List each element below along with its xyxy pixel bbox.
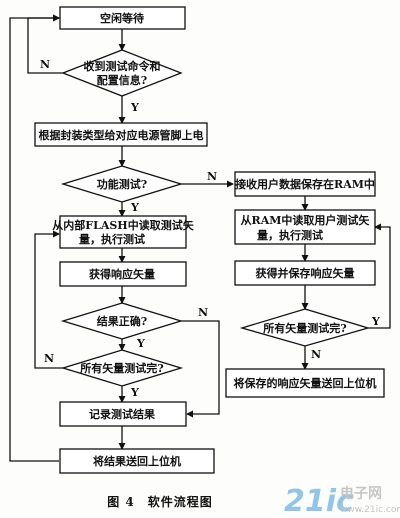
power-on-label: 根据封装类型给对应电源管脚上电: [39, 128, 204, 142]
record-result-label: 记录测试结果: [89, 407, 155, 421]
send-saved-box: [225, 368, 385, 398]
idle-label: 空闲等待: [100, 11, 144, 25]
watermark-logo: 21ic 电子网 www.21ic.com: [284, 484, 400, 518]
receive-label-line2: 配置信息?: [97, 73, 147, 87]
receive-decision: [61, 49, 183, 97]
all-tested-right-label: 所有矢量测试完?: [263, 321, 346, 335]
receive-label-line1: 收到测试命令和: [84, 59, 161, 73]
edge-send-to-idle: [9, 14, 60, 462]
read-flash-label-line1: 从内部FLASH中读取测试矢: [52, 218, 194, 232]
edge-alltested-left-no: [34, 230, 63, 369]
record-result-box: [59, 401, 187, 427]
alltested-left-yes-label: Y: [130, 386, 139, 399]
power-on-box: [34, 122, 208, 147]
get-save-response-label: 获得并保存响应矢量: [256, 266, 355, 280]
function-no-label: N: [207, 170, 217, 183]
edge-alltested-right-no: [368, 223, 391, 329]
correct-no-label: N: [198, 306, 208, 319]
edge-correct-no: [181, 320, 220, 418]
all-tested-left-label: 所有矢量测试完?: [80, 361, 163, 375]
watermark-brand: 21ic: [284, 484, 354, 518]
alltested-left-no-label: N: [44, 352, 54, 365]
function-test-decision: [60, 165, 184, 203]
receive-yes-label: Y: [130, 101, 139, 114]
figure-caption: 图 4 软件流程图: [107, 494, 213, 509]
connectors: [9, 14, 391, 462]
result-correct-label: 结果正确?: [96, 314, 147, 328]
receive-user-data-box: [234, 171, 376, 197]
read-flash-box: [59, 215, 187, 249]
get-save-response-box: [234, 260, 376, 286]
receive-user-data-label: 接收用户数据保存在RAM中: [235, 177, 375, 191]
watermark-cn: 电子网: [340, 485, 382, 502]
function-test-label: 功能测试?: [97, 177, 147, 191]
all-tested-right-decision: [239, 308, 371, 347]
correct-yes-label: Y: [136, 337, 145, 350]
send-result-box: [59, 448, 215, 474]
read-ram-box: [234, 209, 376, 245]
send-result-label: 将结果送回上位机: [93, 454, 181, 468]
function-yes-label: Y: [130, 201, 139, 214]
alltested-right-no-label: N: [311, 348, 321, 361]
read-ram-label-line1: 从RAM中读取用户测试矢: [241, 213, 371, 227]
receive-no-label: N: [40, 58, 50, 71]
get-response-label: 获得响应矢量: [89, 267, 155, 281]
get-response-box: [59, 261, 187, 287]
idle-box: [59, 6, 186, 30]
watermark-url: www.21ic.com: [340, 505, 400, 515]
read-ram-label-line2: 量，执行测试: [257, 228, 323, 242]
send-saved-label: 将保存的响应矢量送回上位机: [234, 376, 377, 390]
alltested-right-yes-label: Y: [371, 315, 380, 328]
read-flash-label-line2: 量，执行测试: [79, 232, 145, 246]
all-tested-left-decision: [60, 349, 184, 387]
result-correct-decision: [60, 302, 184, 340]
